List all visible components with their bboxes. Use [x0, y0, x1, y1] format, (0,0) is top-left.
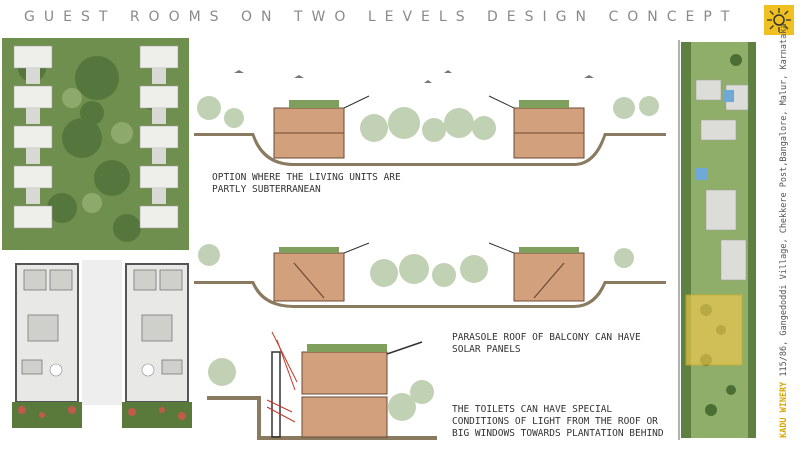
- address-text: 115/86, Gangedoddi Village, Chekkere Pos…: [779, 23, 789, 382]
- note-balcony-roof: PARASOLE ROOF OF BALCONY CAN HAVE SOLAR …: [452, 332, 641, 355]
- aerial-site-plan: [2, 38, 189, 250]
- floor-plan: [12, 260, 192, 430]
- sun-logo-icon: [764, 5, 794, 35]
- section-drawing-stairs: [194, 203, 666, 311]
- note-subterranean-option: OPTION WHERE THE LIVING UNITS ARE PARTLY…: [212, 172, 401, 195]
- section-drawing-subterranean: [194, 38, 666, 168]
- site-plan: [676, 40, 776, 440]
- section-detail-two-levels: [207, 312, 437, 442]
- winery-name: KADU WINERY: [779, 381, 789, 438]
- page-title: GUEST ROOMS ON TWO LEVELS DESIGN CONCEPT: [24, 9, 739, 25]
- site-address: KADU WINERY 115/86, Gangedoddi Village, …: [779, 23, 789, 438]
- note-toilets: THE TOILETS CAN HAVE SPECIAL CONDITIONS …: [452, 404, 664, 439]
